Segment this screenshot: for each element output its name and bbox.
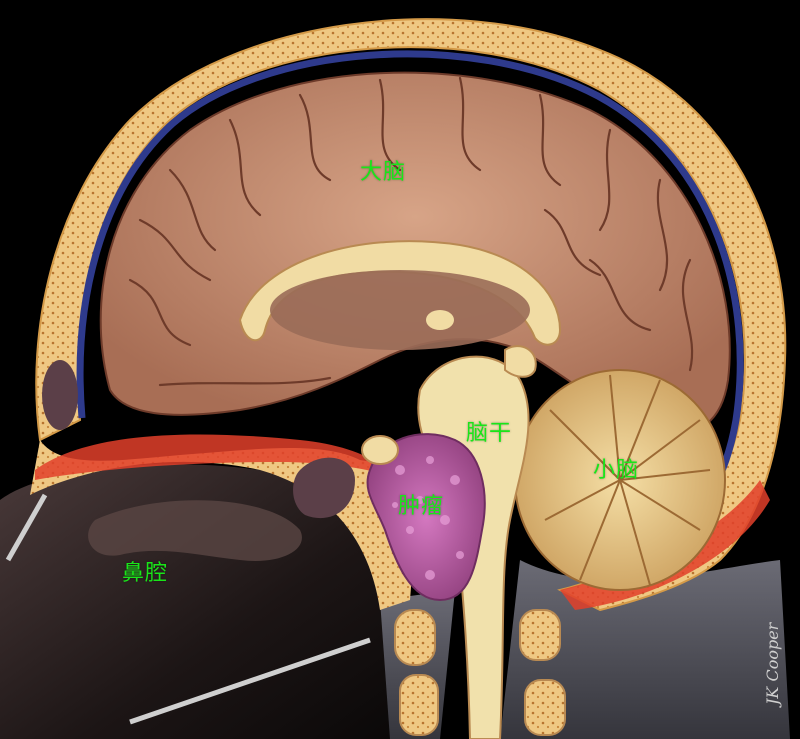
inflamed-meninges-front <box>35 434 400 480</box>
cerebellar-folia <box>544 374 711 586</box>
label-cerebellum: 小脑 <box>593 458 640 483</box>
label-tumor: 肿瘤 <box>398 494 445 519</box>
label-brainstem: 脑干 <box>466 421 513 446</box>
frontal-sinus <box>42 360 78 430</box>
nasal-instrument-1 <box>5 493 48 562</box>
artist-signature: JK Cooper <box>763 621 782 708</box>
label-nasal-cavity: 鼻腔 <box>122 561 169 586</box>
cerebral-sulci <box>128 76 694 387</box>
svg-text:JK Cooper: JK Cooper <box>763 621 782 708</box>
sphenoid-sinus <box>293 457 355 519</box>
fourth-ventricle <box>504 345 537 378</box>
lateral-ventricle <box>270 270 530 350</box>
thalamus <box>426 310 454 330</box>
dura-sinus <box>76 50 744 549</box>
cervical-vertebrae <box>394 609 566 736</box>
label-cerebrum: 大脑 <box>360 160 407 185</box>
nasal-instrument-2 <box>129 637 371 725</box>
pituitary-region <box>361 435 399 465</box>
nasal-concha <box>88 500 302 561</box>
tumor-texture <box>392 456 464 580</box>
